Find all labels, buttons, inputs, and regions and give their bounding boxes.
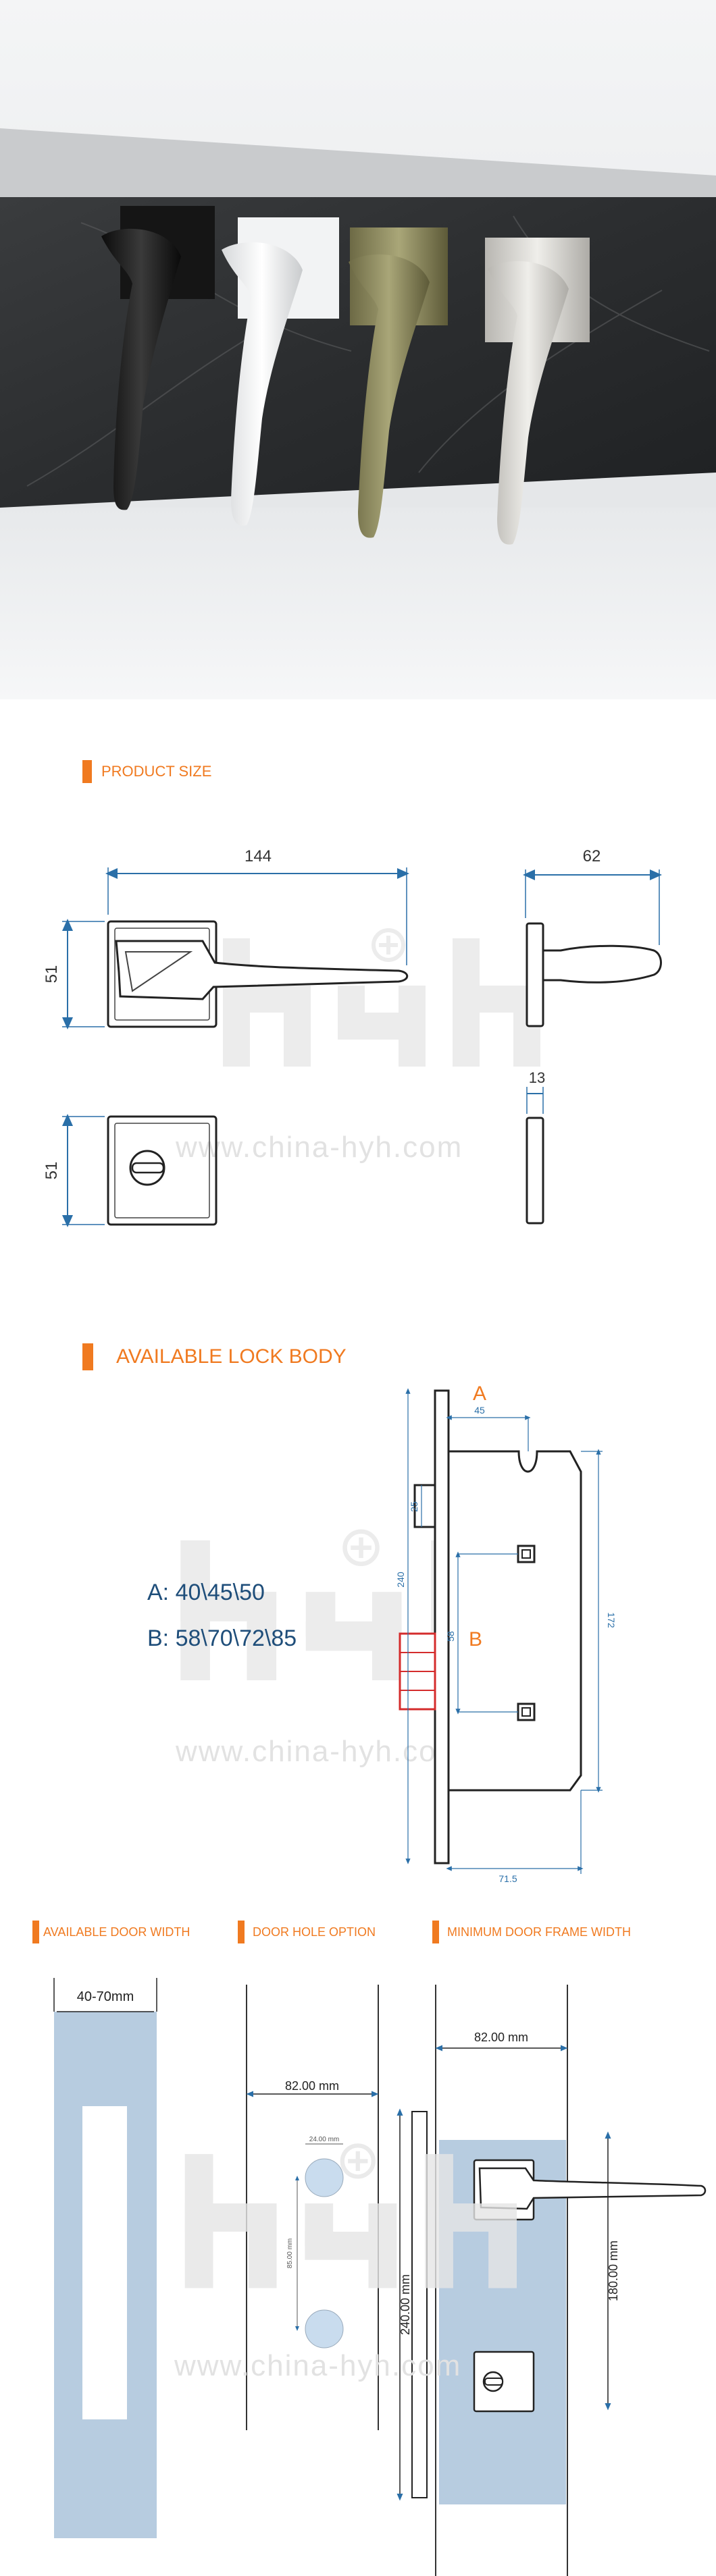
lock-faceplate xyxy=(434,1389,450,1864)
hole-diameter: 24.00 mm xyxy=(309,2136,339,2143)
frame-lever xyxy=(478,2167,707,2210)
title-accent-bar xyxy=(432,1921,439,1943)
lever-outline xyxy=(115,940,409,1000)
dim-width-144: 144 xyxy=(245,847,272,865)
product-size-drawing: 144 51 62 51 13 xyxy=(43,847,662,1227)
dim-backset-45: 45 xyxy=(474,1405,485,1416)
frame-width: 82.00 mm xyxy=(474,2031,528,2044)
dim-escutcheon-height: 51 xyxy=(43,1162,61,1180)
product-size-title: PRODUCT SIZE xyxy=(101,763,212,780)
dim-thickness-13: 13 xyxy=(529,1069,545,1086)
frame-escutcheon xyxy=(473,2351,535,2413)
title-accent-bar xyxy=(238,1921,245,1943)
section-title-door-hole: DOOR HOLE OPTION xyxy=(238,1921,376,1943)
marker-b: B xyxy=(469,1628,482,1651)
dim-rose-height: 51 xyxy=(43,965,61,984)
lock-option-a: A: 40\45\50 xyxy=(147,1580,265,1605)
hero-scene xyxy=(0,0,716,699)
escutcheon-side xyxy=(526,1117,544,1225)
dim-body-71-5: 71.5 xyxy=(498,1873,517,1884)
section-title-product-size: PRODUCT SIZE xyxy=(82,760,211,783)
watermark-url: www.china-hyh.com xyxy=(176,1131,463,1164)
section-title-door-frame: MINIMUM DOOR FRAME WIDTH xyxy=(432,1921,631,1943)
door-hole-bottom xyxy=(305,2309,344,2349)
door-diagrams: 40-70mm 82.00 mm 24.00 mm 85.00 mm 240.0… xyxy=(53,1978,707,2576)
door-cutout xyxy=(82,2106,127,2419)
section-title-lock-body: AVAILABLE LOCK BODY xyxy=(82,1343,347,1370)
lock-option-b: B: 58\70\72\85 xyxy=(147,1626,297,1651)
door-width-range: 40-70mm xyxy=(77,1989,134,2004)
lock-case xyxy=(447,1450,582,1792)
hole-spacing: 85.00 mm xyxy=(286,2238,294,2268)
frame-height: 180.00 mm xyxy=(607,2240,620,2301)
rose-side-outline xyxy=(526,922,544,1027)
door-hole-title: DOOR HOLE OPTION xyxy=(253,1925,376,1939)
door-hole-top xyxy=(305,2158,344,2197)
lock-body-title: AVAILABLE LOCK BODY xyxy=(116,1345,347,1368)
lock-body-drawing: 240 25 45 A 58 B 172 71.5 xyxy=(395,1383,617,1884)
dim-latch-25: 25 xyxy=(409,1501,419,1512)
watermark-url: www.china-hyh.com xyxy=(174,2349,462,2382)
escutcheon-front xyxy=(107,1115,218,1226)
hero-photo xyxy=(0,0,716,699)
door-width-title: AVAILABLE DOOR WIDTH xyxy=(43,1925,190,1939)
title-accent-bar xyxy=(82,1343,93,1370)
dim-body-172: 172 xyxy=(606,1612,617,1628)
dim-front-240: 240 xyxy=(395,1572,406,1588)
marker-a: A xyxy=(473,1383,486,1405)
door-frame-title: MINIMUM DOOR FRAME WIDTH xyxy=(447,1925,631,1939)
lever-side-outline xyxy=(542,944,662,984)
hole-width: 82.00 mm xyxy=(285,2079,339,2093)
watermark-url: www.china-hyh.com xyxy=(176,1735,463,1768)
title-accent-bar xyxy=(82,760,92,783)
latch-bolt xyxy=(413,1484,436,1528)
dim-depth-62: 62 xyxy=(583,847,601,865)
hole-height: 240.00 mm xyxy=(399,2274,412,2335)
section-title-door-width: AVAILABLE DOOR WIDTH xyxy=(32,1921,190,1943)
title-accent-bar xyxy=(32,1921,39,1943)
dim-center-58: 58 xyxy=(445,1631,456,1642)
